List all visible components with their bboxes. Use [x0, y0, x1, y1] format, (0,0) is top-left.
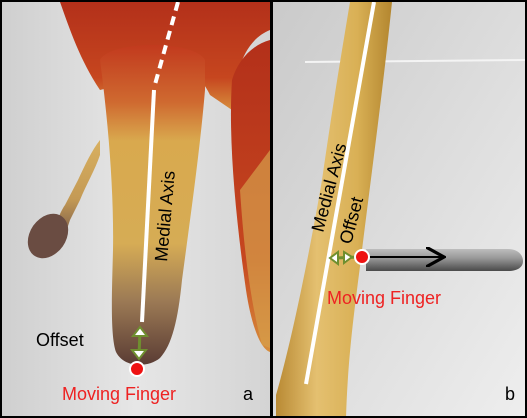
panel-a: Medial Axis Offset Moving Finger a [2, 2, 270, 416]
panel-b-moving-finger-marker [355, 250, 369, 264]
panel-b-label: b [505, 384, 515, 404]
moving-finger-marker [130, 362, 144, 376]
panel-a-finger-label: Moving Finger [62, 384, 176, 404]
panel-a-label: a [243, 384, 254, 404]
panel-b-finger-label: Moving Finger [327, 288, 441, 308]
moving-finger-rod [366, 249, 523, 271]
panel-a-offset-label: Offset [36, 330, 84, 350]
panel-b: Medial Axis Offset Moving Finger b [273, 2, 527, 418]
